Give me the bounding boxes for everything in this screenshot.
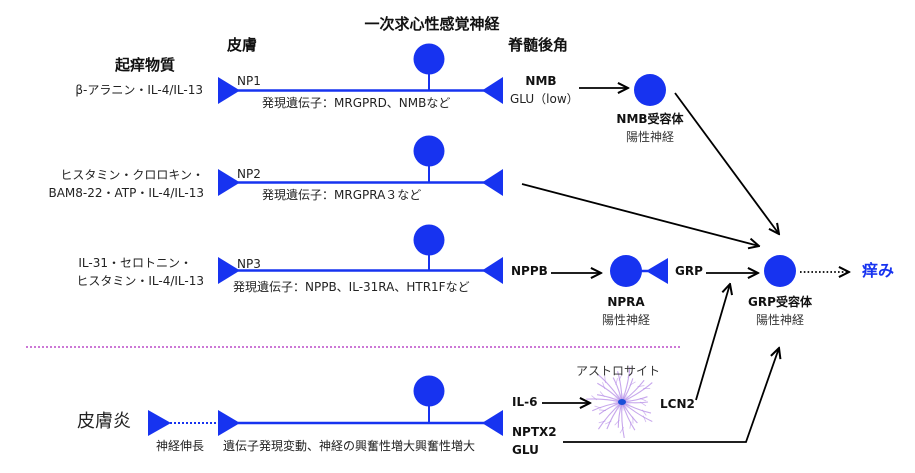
nmb-receptor-neuron <box>634 74 666 106</box>
pruritogens-np2-line1: ヒスタミン・クロロキン・ <box>60 168 204 182</box>
npra-soma <box>610 255 642 287</box>
soma-np2 <box>413 135 445 167</box>
arrow-lcn2-to-grp <box>695 284 730 401</box>
grp-receptor-name: GRP受容体 <box>748 295 812 309</box>
npra-receptor-name: NPRA <box>607 295 645 309</box>
terminal-right-np1 <box>482 77 503 104</box>
astrocyte-icon <box>586 366 653 439</box>
nerve-elongation-label: 神経伸長 <box>156 439 205 453</box>
itch-output: 痒み <box>862 261 895 280</box>
npra-receptor-type: 陽性神経 <box>601 313 651 327</box>
astrocyte-branch <box>598 420 606 424</box>
soma-np3 <box>413 224 445 256</box>
astrocyte-branch <box>598 409 606 411</box>
astrocyte-branch <box>604 420 612 425</box>
dermatitis-neuron <box>148 375 503 436</box>
astrocyte-branch <box>602 382 606 389</box>
npra-terminal <box>646 258 668 284</box>
terminal-left-np2 <box>218 169 240 196</box>
neuron-label-np2: NP2 <box>237 167 261 181</box>
terminal-right-np3 <box>482 257 503 284</box>
output-glu-low: GLU（low） <box>510 92 579 106</box>
terminal-right-np2 <box>482 169 503 196</box>
soma-np1 <box>413 43 445 75</box>
pruritogens-np2-line2: BAM8-22・ATP・IL-4/IL-13 <box>48 186 204 200</box>
nmb-receptor-type: 陽性神経 <box>625 130 675 144</box>
genes-np1: 発現遺伝子：MRGPRD、NMBなど <box>262 96 451 110</box>
genes-np2: 発現遺伝子：MRGPRA３など <box>262 188 422 202</box>
neuron-np1 <box>218 43 503 104</box>
astrocyte-branch <box>604 375 606 384</box>
dermatitis-changes-label: 遺伝子発現変動、神経の興奮性増大興奮性増大 <box>223 439 476 453</box>
astrocyte-branch <box>642 415 647 423</box>
dermatitis-terminal-left <box>218 410 240 436</box>
output-nppb: NPPB <box>511 264 548 278</box>
astrocyte-label: アストロサイト <box>576 364 661 378</box>
arrow-nptx2-to-grp <box>563 348 779 443</box>
header-spinal-dorsal-horn: 脊髄後角 <box>508 36 569 54</box>
pruritogens-np1: β-アラニン・IL-4/IL-13 <box>75 83 203 97</box>
astrocyte-branch <box>619 426 624 434</box>
astrocyte-branch <box>629 421 632 429</box>
grp-receptor-type: 陽性神経 <box>755 313 805 327</box>
npra-neuron <box>610 255 668 287</box>
neuron-label-np1: NP1 <box>237 74 261 88</box>
pruritogens-np3-line2: ヒスタミン・IL-4/IL-13 <box>76 274 204 288</box>
nmb-receptor-name: NMB受容体 <box>616 112 684 126</box>
astrocyte-branch <box>637 385 645 388</box>
dermatitis-elongated-terminal <box>148 410 171 436</box>
terminal-left-np3 <box>218 257 240 284</box>
grp-receptor-neuron <box>764 255 796 287</box>
lcn2-label: LCN2 <box>660 397 695 411</box>
astrocyte-branch <box>615 378 618 385</box>
astrocyte-branch <box>627 372 633 378</box>
header-skin: 皮膚 <box>227 36 258 54</box>
astrocyte-branch <box>639 401 647 407</box>
header-pruritogens: 起痒物質 <box>115 56 176 74</box>
pruritogens-np3-line1: IL-31・セロトニン・ <box>78 256 192 270</box>
astrocyte-branch <box>639 397 647 402</box>
astrocyte-branch <box>599 391 605 398</box>
arrow-nmb-receptor-to-grp <box>674 92 779 234</box>
grp-label: GRP <box>675 264 703 278</box>
dermatitis-label: 皮膚炎 <box>77 411 131 432</box>
astrocyte-branch <box>594 405 602 409</box>
neuron-np2 <box>218 135 503 196</box>
astrocyte-branch <box>614 419 620 426</box>
il6-label: IL-6 <box>512 395 538 409</box>
dermatitis-terminal-right <box>482 410 503 436</box>
genes-np3: 発現遺伝子：NPPB、IL-31RA、HTR1Fなど <box>233 280 470 294</box>
astrocyte-nucleus <box>618 399 626 405</box>
header-primary-neuron: 一次求心性感覚神経 <box>364 15 500 33</box>
astrocyte-branch <box>641 409 647 416</box>
terminal-left-np1 <box>218 77 240 104</box>
astrocyte-branch <box>591 395 598 401</box>
output-nmb: NMB <box>525 74 557 88</box>
nptx2-label: NPTX2 <box>512 425 557 439</box>
astrocyte-branch <box>629 381 636 386</box>
astrocyte-branch <box>618 374 623 381</box>
neuron-label-np3: NP3 <box>237 257 261 271</box>
neuron-np3 <box>218 224 503 284</box>
arrow-np2-to-grp <box>521 183 759 246</box>
dermatitis-soma <box>413 375 445 407</box>
glu-label: GLU <box>512 443 539 457</box>
